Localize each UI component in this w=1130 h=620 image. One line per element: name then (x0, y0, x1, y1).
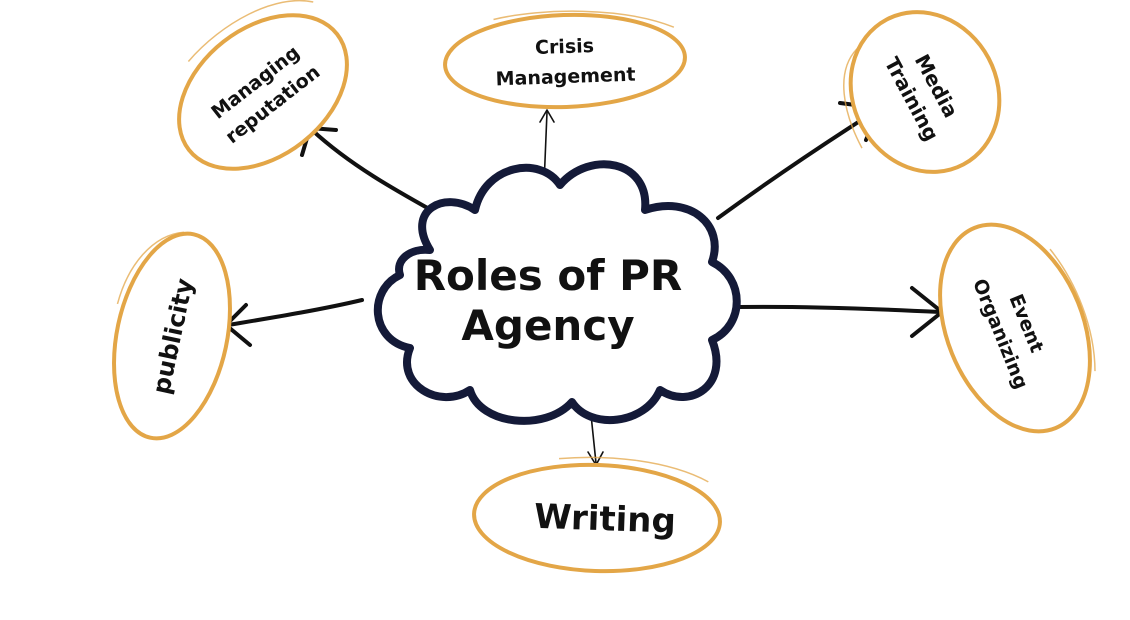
node-ellipse-crisis-management (443, 12, 687, 110)
arrow-to-event-organizing (736, 304, 942, 314)
node-ellipse-publicity (112, 231, 232, 441)
node-ellipse-echo-crisis-management (493, 10, 675, 28)
node-ellipse-echo-writing (558, 456, 709, 483)
arrow-to-publicity (226, 298, 364, 327)
cloud-shape (373, 160, 741, 425)
arrow-to-managing-reputation (310, 128, 442, 217)
node-ellipse-managing-reputation (177, 13, 349, 171)
node-managing-reputation: Managing reputation (177, 0, 349, 171)
node-media-training: Media Training (843, 10, 1002, 174)
node-publicity: publicity (112, 231, 232, 441)
node-label-writing: Writing (533, 497, 676, 542)
node-ellipse-echo-managing-reputation (187, 0, 314, 62)
node-event-organizing: Event Organizing (938, 222, 1096, 434)
node-writing: Writing (472, 456, 722, 574)
node-ellipse-media-training (848, 10, 1002, 174)
arrow-to-media-training (716, 108, 879, 220)
node-ellipse-writing (472, 462, 722, 574)
center-title-line-2: Agency (461, 301, 634, 350)
node-label-crisis-management-line-2: Management (495, 64, 636, 91)
node-ellipse-event-organizing (938, 222, 1092, 434)
center-cloud: Roles of PR Agency (373, 160, 741, 425)
node-crisis-management: Crisis Management (443, 10, 687, 110)
node-ellipse-echo-event-organizing (1049, 248, 1096, 372)
node-ellipse-echo-media-training (843, 48, 863, 149)
arrowhead-crisis-management (539, 109, 555, 123)
center-title-line-1: Roles of PR (414, 251, 683, 300)
node-ellipse-echo-publicity (116, 231, 184, 305)
node-label-crisis-management-line-1: Crisis (535, 35, 595, 59)
